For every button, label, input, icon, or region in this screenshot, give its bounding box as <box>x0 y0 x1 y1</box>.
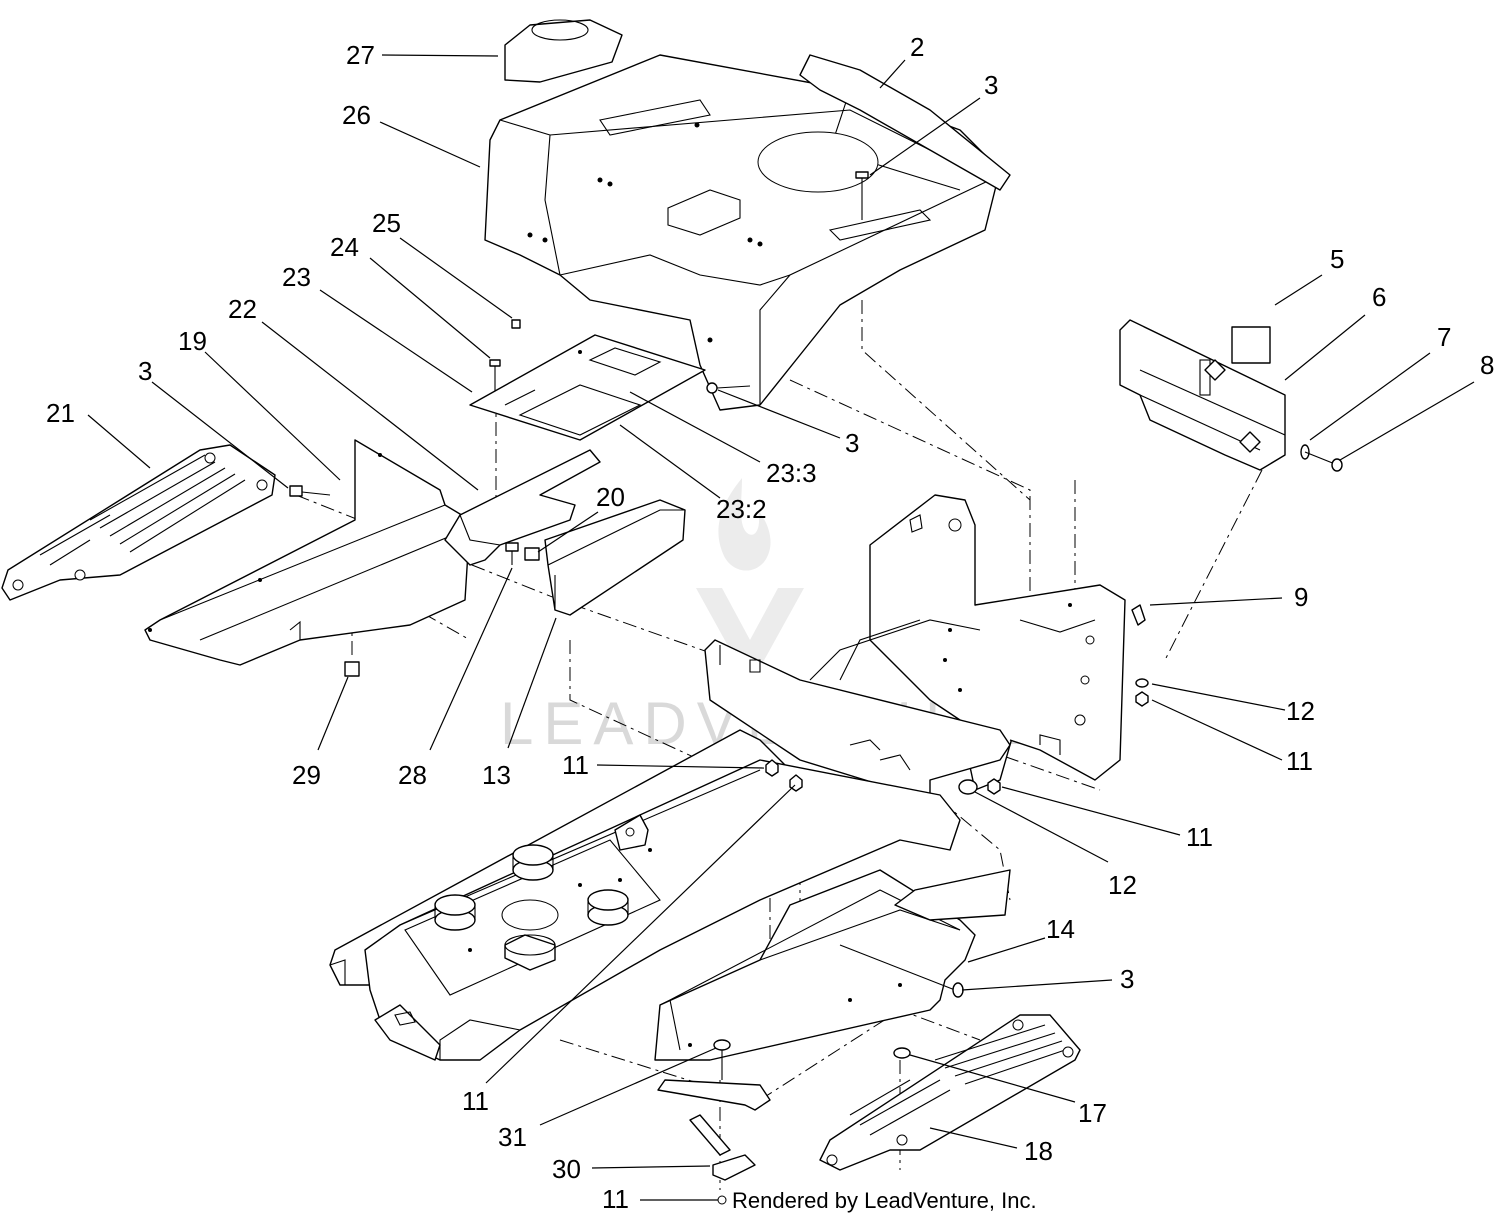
watermark-flame-icon <box>718 478 771 571</box>
callout-11: 11 <box>1186 822 1213 852</box>
hood-assembly <box>484 54 1001 411</box>
callout-3: 3 <box>984 70 998 100</box>
latch-bracket <box>1131 604 1146 626</box>
callout-25: 25 <box>372 208 401 238</box>
callout-9: 9 <box>1294 582 1308 612</box>
callout-18: 18 <box>1024 1136 1053 1166</box>
callout-12: 12 <box>1286 696 1315 726</box>
right-shroud-fasteners <box>1300 444 1343 472</box>
watermark-v-icon <box>696 588 804 664</box>
leader-lines <box>87 54 1475 1201</box>
callout-22: 22 <box>228 294 257 324</box>
callout-31: 31 <box>498 1122 527 1152</box>
decal <box>1231 326 1271 364</box>
callout-17: 17 <box>1078 1098 1107 1128</box>
right-floor-pan <box>654 869 1011 1061</box>
cross-member <box>704 619 1011 801</box>
center-fasteners <box>289 485 540 677</box>
callout-23: 23 <box>282 262 311 292</box>
right-foot-pad <box>819 1014 1081 1171</box>
callout-23-2: 23:2 <box>716 494 767 524</box>
callout-11: 11 <box>1286 746 1313 776</box>
callout-26: 26 <box>342 100 371 130</box>
callout-8: 8 <box>1480 350 1494 380</box>
render-credit: Rendered by LeadVenture, Inc. <box>732 1188 1037 1213</box>
callout-24: 24 <box>330 232 359 262</box>
pad-bolt <box>893 1047 911 1059</box>
callout-29: 29 <box>292 760 321 790</box>
callout-11: 11 <box>602 1184 629 1214</box>
callout-3: 3 <box>845 428 859 458</box>
callout-23-3: 23:3 <box>766 458 817 488</box>
callout-labels: 27 2 26 3 25 24 23 22 19 3 21 3 23:3 23:… <box>46 32 1494 1214</box>
right-shroud <box>1119 319 1286 471</box>
hood-cap <box>504 19 623 83</box>
callout-30: 30 <box>552 1154 581 1184</box>
left-foot-pad <box>1 444 276 601</box>
callout-7: 7 <box>1437 322 1451 352</box>
callout-27: 27 <box>346 40 375 70</box>
callout-21: 21 <box>46 398 75 428</box>
control-plate <box>469 334 706 441</box>
main-frame <box>329 729 961 1061</box>
callout-11: 11 <box>462 1086 489 1116</box>
trim-strip <box>799 54 1011 191</box>
center-tunnel <box>544 499 686 616</box>
callout-28: 28 <box>398 760 427 790</box>
callout-11: 11 <box>562 750 589 780</box>
right-hardware <box>1135 678 1149 707</box>
callout-3: 3 <box>1120 964 1134 994</box>
support-bracket <box>657 1039 771 1205</box>
callout-13: 13 <box>482 760 511 790</box>
callout-6: 6 <box>1372 282 1386 312</box>
callout-3: 3 <box>138 356 152 386</box>
center-bracket <box>444 449 601 566</box>
callout-5: 5 <box>1330 244 1344 274</box>
callout-14: 14 <box>1046 914 1075 944</box>
callout-19: 19 <box>178 326 207 356</box>
rear-frame <box>869 494 1126 791</box>
callout-20: 20 <box>596 482 625 512</box>
callout-12: 12 <box>1108 870 1137 900</box>
hood-screws <box>489 171 869 395</box>
callout-2: 2 <box>910 32 924 62</box>
